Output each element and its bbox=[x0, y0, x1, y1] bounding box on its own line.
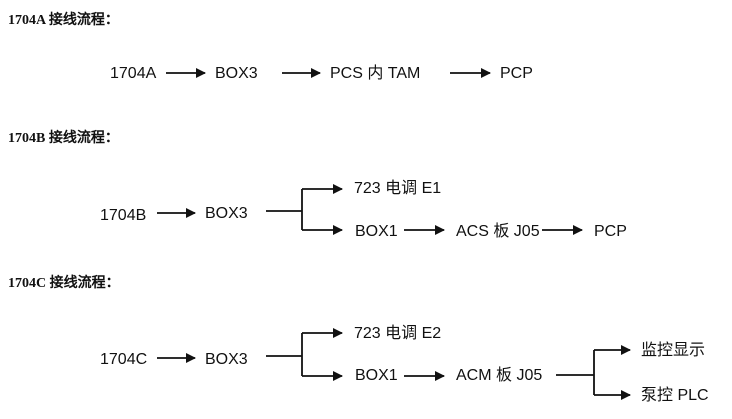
flow-a-node-pcp: PCP bbox=[500, 65, 533, 82]
flow-b-node-acs-j05: ACS 板 J05 bbox=[456, 223, 540, 240]
heading-1704c: 1704C 接线流程： bbox=[8, 276, 120, 291]
flow-b-node-pcp: PCP bbox=[594, 223, 627, 240]
flow-c-node-acm-j05: ACM 板 J05 bbox=[456, 367, 543, 384]
flow-b-node-723-e1: 723 电调 E1 bbox=[354, 180, 442, 197]
heading-1704b: 1704B 接线流程： bbox=[8, 131, 119, 146]
flow-c-node-723-e2: 723 电调 E2 bbox=[354, 325, 442, 342]
flow-a-node-1704a: 1704A bbox=[110, 65, 157, 82]
flow-b-node-box3: BOX3 bbox=[205, 205, 248, 222]
flow-a-node-pcs-tam: PCS 内 TAM bbox=[330, 65, 421, 82]
flow-a-node-box3: BOX3 bbox=[215, 65, 258, 82]
flow-c-node-monitor-display: 监控显示 bbox=[641, 342, 706, 359]
flow-c-node-box3: BOX3 bbox=[205, 351, 248, 368]
flow-c-node-box1: BOX1 bbox=[355, 367, 398, 384]
flow-c-node-pump-plc: 泵控 PLC bbox=[641, 387, 709, 404]
flow-b-node-box1: BOX1 bbox=[355, 223, 398, 240]
flow-b-node-1704b: 1704B bbox=[100, 207, 147, 224]
heading-1704a: 1704A 接线流程： bbox=[8, 13, 119, 28]
flow-c-node-1704c: 1704C bbox=[100, 351, 148, 368]
